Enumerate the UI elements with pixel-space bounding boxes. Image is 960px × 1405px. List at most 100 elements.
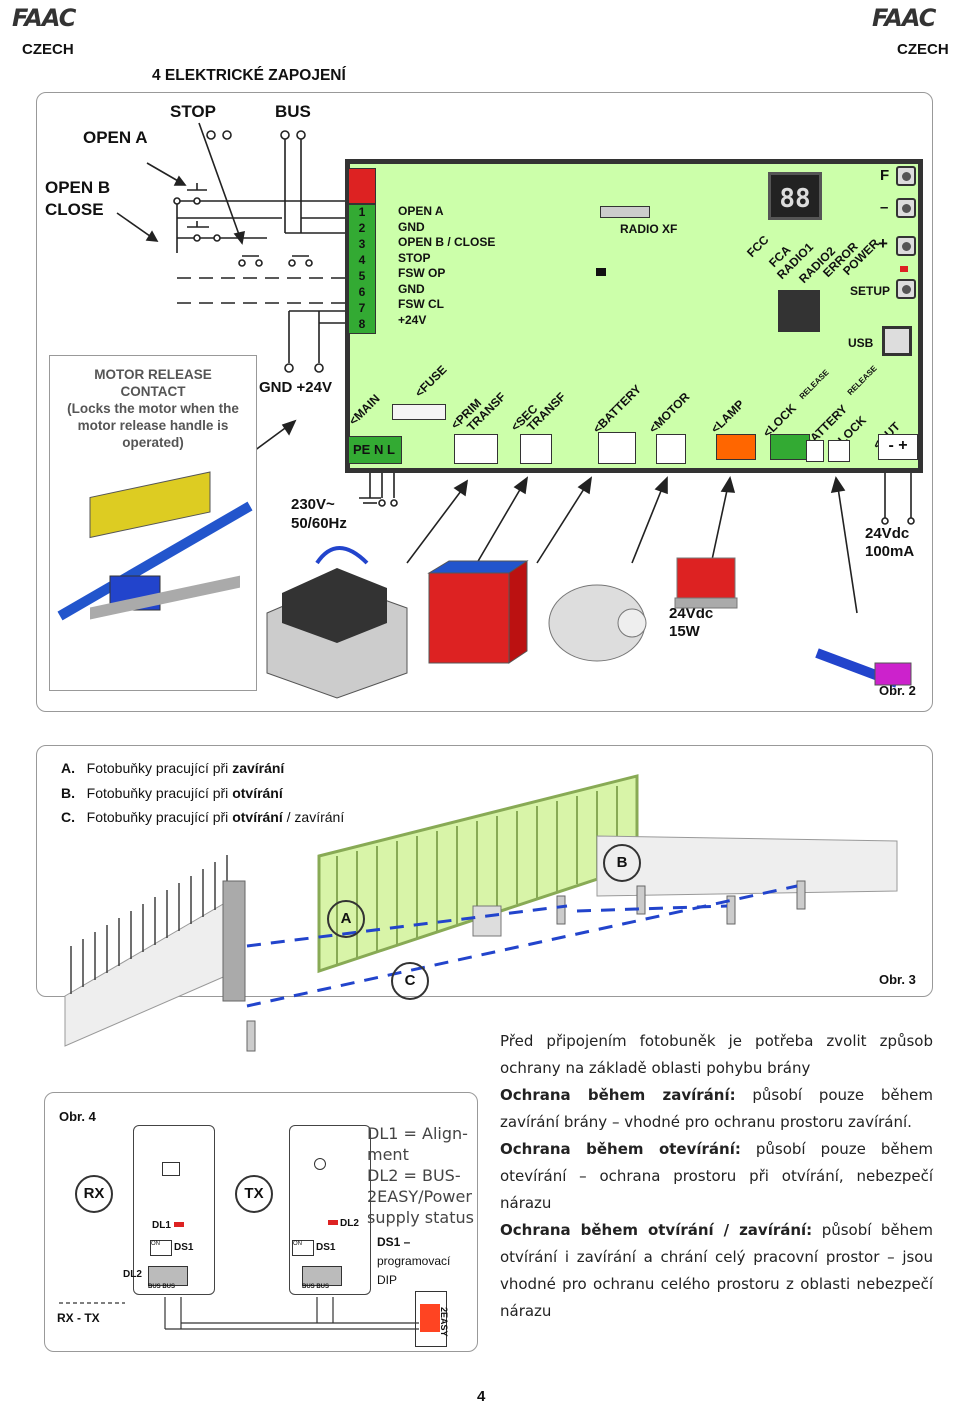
legend-bold: zavírání bbox=[232, 760, 285, 776]
terminal-number: 3 bbox=[358, 237, 366, 251]
connector-label-lamp: <LAMP bbox=[708, 397, 748, 436]
terminal-label: GND bbox=[398, 219, 425, 234]
tx-led-window bbox=[314, 1158, 326, 1170]
accessories-illustration bbox=[266, 546, 912, 699]
lock-connector bbox=[828, 440, 850, 462]
button-f[interactable] bbox=[896, 166, 916, 186]
radio-label: RADIO XF bbox=[620, 222, 678, 236]
legend-letter: B. bbox=[61, 784, 75, 801]
motor-connector bbox=[656, 434, 686, 464]
tx-ds1-label: DS1 bbox=[316, 1242, 336, 1253]
out-rating-label: 24Vdc 100mA bbox=[865, 525, 914, 561]
terminal-number: 1 bbox=[358, 205, 366, 219]
terminal-number: 4 bbox=[358, 253, 366, 267]
battery-connector bbox=[598, 432, 636, 464]
connector-label-release2: RELEASE bbox=[845, 363, 879, 397]
main-terminal: PE N L bbox=[348, 436, 402, 464]
rx-lens bbox=[162, 1162, 180, 1176]
section-title: 4 ELEKTRICKÉ ZAPOJENÍ bbox=[152, 67, 346, 84]
terminal-label: +24V bbox=[398, 312, 427, 327]
twoeasy-terminal bbox=[415, 1291, 447, 1347]
mains-voltage: 230V~ bbox=[291, 496, 335, 513]
out-current: 100mA bbox=[865, 543, 915, 560]
rx-bus-label: BUS BUS bbox=[148, 1284, 175, 1290]
text-closing: působí pouze během zavírání brány – vhod… bbox=[500, 1086, 934, 1131]
mains-frequency: 50/60Hz bbox=[291, 515, 347, 532]
legend-bold: otvírání bbox=[232, 809, 283, 825]
terminal-bus-red bbox=[348, 168, 376, 204]
connector-label-main: <MAIN bbox=[346, 391, 383, 428]
button-plus[interactable] bbox=[896, 236, 916, 256]
lamp-voltage: 24Vdc bbox=[669, 605, 714, 622]
rx-ds1-label: DS1 bbox=[174, 1242, 194, 1253]
motor-release-text: MOTOR RELEASE CONTACT (Locks the motor w… bbox=[50, 366, 256, 451]
terminal-number: 7 bbox=[358, 301, 366, 315]
gate-illustration bbox=[64, 774, 898, 1052]
wiring-diagram bbox=[116, 122, 915, 614]
legend-line: supply status bbox=[367, 1208, 474, 1227]
terminal-label: STOP bbox=[398, 250, 431, 265]
heading-opening: Ochrana během otevírání: bbox=[500, 1140, 741, 1158]
terminal-label: FSW OP bbox=[398, 266, 446, 280]
tx-dl2-led bbox=[328, 1220, 338, 1225]
usb-port[interactable] bbox=[882, 326, 912, 356]
setup-label: SETUP bbox=[850, 284, 891, 298]
ds1-title: DS1 – bbox=[377, 1235, 411, 1249]
photocell-legend: A. Fotobuňky pracující při zavírání B. F… bbox=[61, 756, 344, 830]
terminal-block-green: 1 2 3 4 5 6 7 8 bbox=[348, 204, 376, 334]
legend-item-a: A. Fotobuňky pracující při zavírání bbox=[61, 756, 344, 781]
bus-label: BUS bbox=[275, 102, 311, 121]
legend-text: Fotobuňky pracující při bbox=[86, 760, 233, 776]
rx-bus-terminal bbox=[148, 1266, 188, 1286]
lamp-power: 15W bbox=[669, 623, 700, 640]
control-board: 1 2 3 4 5 6 7 8 OPEN A GND OPEN B / CLOS… bbox=[345, 159, 923, 473]
connector-label-battery: <BATTERY bbox=[590, 382, 645, 436]
legend-letter: C. bbox=[61, 809, 75, 825]
transformer-icon bbox=[266, 546, 408, 699]
button-minus-label: – bbox=[880, 199, 889, 216]
motor-release-line: MOTOR RELEASE bbox=[94, 367, 212, 382]
legend-rest: / zavírání bbox=[282, 809, 345, 825]
gnd-24v-label: GND +24V bbox=[259, 379, 332, 396]
legend-bold: otvírání bbox=[232, 784, 283, 801]
terminal-label: OPEN B / CLOSE bbox=[398, 235, 496, 249]
button-f-label: F bbox=[880, 167, 890, 184]
ds1-description: DS1 – programovací DIP bbox=[377, 1233, 450, 1290]
tx-bus-terminal bbox=[302, 1266, 342, 1286]
rx-marker: RX bbox=[75, 1175, 113, 1213]
zone-marker-b: B bbox=[603, 844, 641, 882]
open-b-label: OPEN B bbox=[45, 178, 111, 197]
bus-label: BUS bbox=[316, 1284, 330, 1290]
terminal-number: 6 bbox=[358, 285, 366, 299]
tx-dip-switch[interactable]: ON bbox=[292, 1240, 314, 1256]
motor-release-illustration bbox=[57, 471, 253, 621]
usb-label: USB bbox=[848, 336, 874, 350]
radio-connector bbox=[600, 206, 650, 218]
button-minus[interactable] bbox=[896, 198, 916, 218]
bus-label: BUS bbox=[162, 1284, 176, 1290]
setup-button[interactable] bbox=[896, 279, 916, 299]
battery-release-connector bbox=[806, 440, 824, 462]
faac-logo-left: FAAC bbox=[12, 4, 76, 32]
terminal-labels: OPEN A GND OPEN B / CLOSE STOP FSW OP GN… bbox=[398, 204, 495, 328]
motor-release-line: motor release handle is bbox=[77, 418, 229, 433]
connector-label-motor: <MOTOR bbox=[646, 389, 693, 436]
legend-line: ment bbox=[367, 1145, 409, 1164]
stop-label: STOP bbox=[170, 102, 216, 121]
on-label: ON bbox=[151, 1241, 160, 1247]
legend-item-c: C. Fotobuňky pracující při otvírání / za… bbox=[61, 805, 344, 830]
tx-marker: TX bbox=[235, 1175, 273, 1213]
rx-dip-switch[interactable]: ON bbox=[150, 1240, 172, 1256]
seven-segment-display: 88 bbox=[768, 172, 822, 220]
lamp-rating-label: 24Vdc 15W bbox=[669, 605, 713, 641]
mains-label: 230V~ 50/60Hz bbox=[291, 495, 347, 533]
legend-text: Fotobuňky pracující při bbox=[86, 784, 233, 801]
button-plus-label: + bbox=[878, 234, 888, 253]
figure-4-caption: Obr. 4 bbox=[59, 1109, 96, 1124]
paragraph-closing: Ochrana během zavírání: působí pouze běh… bbox=[500, 1082, 933, 1136]
terminal-label: OPEN A bbox=[398, 204, 444, 218]
rx-dl1-label: DL1 bbox=[152, 1220, 171, 1231]
ds1-desc: programovací bbox=[377, 1254, 451, 1268]
zone-marker-c: C bbox=[391, 962, 429, 1000]
on-label: ON bbox=[293, 1241, 302, 1247]
